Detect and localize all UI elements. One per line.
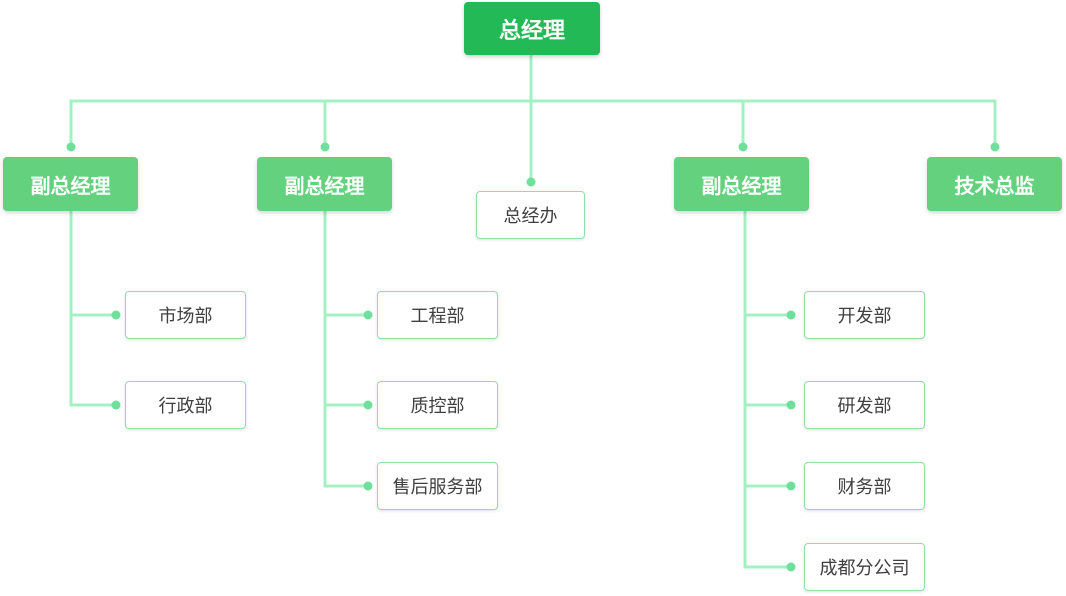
- dot-rnd: [786, 400, 796, 410]
- dept-label-chengdu: 成都分公司: [819, 558, 910, 579]
- dot-market: [111, 310, 121, 320]
- dept-label-market: 市场部: [158, 306, 213, 327]
- dept-node-chengdu: 成都分公司: [804, 543, 925, 591]
- general-office-node: 总经办: [476, 191, 585, 239]
- general-manager-label: 总经理: [498, 18, 565, 44]
- dept-node-engineering: 工程部: [377, 291, 498, 339]
- connector-line-group: [69, 53, 997, 569]
- general-manager-node: 总经理: [464, 2, 600, 55]
- dept-node-qc: 质控部: [377, 381, 498, 429]
- vice-manager-node-3: 副总经理: [674, 157, 809, 211]
- dot-dev: [786, 310, 796, 320]
- dept-label-engineering: 工程部: [410, 306, 465, 327]
- dept-label-admin: 行政部: [158, 396, 213, 417]
- technical-director-node: 技术总监: [927, 157, 1062, 211]
- dept-label-finance: 财务部: [837, 477, 892, 498]
- dot-vp3: [738, 142, 748, 152]
- dept-label-qc: 质控部: [410, 396, 465, 417]
- dept-node-finance: 财务部: [804, 462, 925, 510]
- dept-node-rnd: 研发部: [804, 381, 925, 429]
- dot-vp1: [66, 142, 76, 152]
- dot-qc: [363, 400, 373, 410]
- dot-chengdu: [786, 562, 796, 572]
- general-office-label: 总经办: [503, 206, 558, 227]
- dot-director: [990, 142, 1000, 152]
- dept-node-aftersales: 售后服务部: [377, 462, 498, 510]
- dept-node-admin: 行政部: [125, 381, 246, 429]
- dot-finance: [786, 481, 796, 491]
- vice-manager-label-3: 副总经理: [701, 173, 782, 198]
- dot-office: [526, 177, 536, 187]
- dot-aftersales: [363, 481, 373, 491]
- vice-manager-node-2: 副总经理: [257, 157, 392, 211]
- technical-director-label: 技术总监: [954, 173, 1035, 198]
- dot-engineering: [363, 310, 373, 320]
- dot-vp2: [320, 142, 330, 152]
- dept-label-rnd: 研发部: [837, 396, 892, 417]
- vice-manager-node-1: 副总经理: [3, 157, 138, 211]
- dot-admin: [111, 400, 121, 410]
- dept-label-dev: 开发部: [837, 306, 892, 327]
- vice-manager-label-2: 副总经理: [284, 173, 365, 198]
- connector-dot-group: [66, 142, 1000, 572]
- dept-node-dev: 开发部: [804, 291, 925, 339]
- vice-manager-label-1: 副总经理: [30, 173, 111, 198]
- dept-node-market: 市场部: [125, 291, 246, 339]
- dept-label-aftersales: 售后服务部: [392, 477, 483, 498]
